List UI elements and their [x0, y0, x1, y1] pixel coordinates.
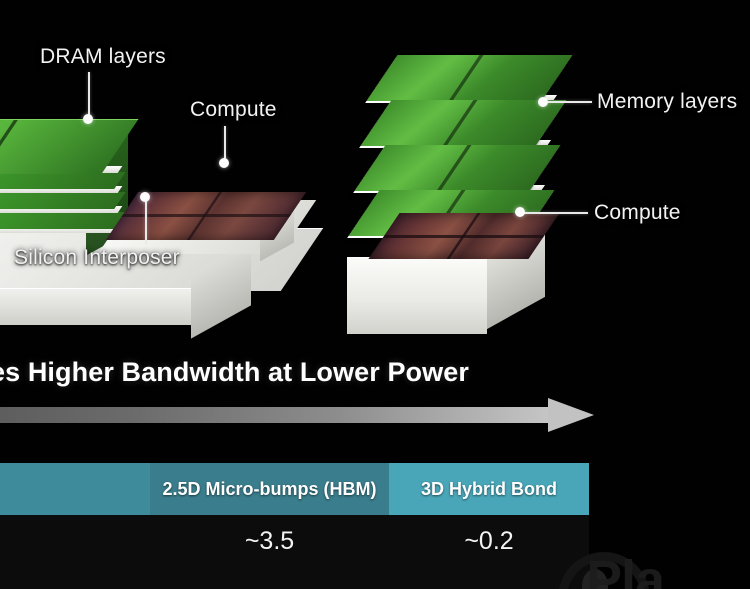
table-header-cell-0 [0, 463, 150, 515]
diagram-2p5d [0, 60, 350, 339]
leader-dram-layers [88, 72, 90, 118]
leader-memory-layers [548, 101, 592, 103]
table-header-label-2: 3D Hybrid Bond [420, 478, 557, 499]
callout-dot-icon [140, 192, 150, 202]
table-value-cell-2: ~0.2 [389, 515, 589, 589]
callout-dot-icon [83, 114, 93, 124]
label-compute-right: Compute [594, 201, 681, 224]
diagram-3d [347, 45, 690, 334]
table-header-label-1: 2.5D Micro-bumps (HBM) [162, 478, 377, 499]
watermark-dot-icon [582, 569, 608, 589]
label-silicon-interposer: Silicon Interposer [14, 246, 180, 269]
callout-dot-icon [219, 158, 229, 168]
callout-dot-icon [538, 97, 548, 107]
leader-compute-left [224, 126, 226, 162]
comparison-table: 2.5D Micro-bumps (HBM) 3D Hybrid Bond ~3… [0, 463, 592, 589]
arrow-shaft [0, 407, 552, 423]
dram-die [0, 192, 126, 209]
dram-die [0, 172, 126, 189]
memory-layer-die [354, 145, 561, 191]
label-compute-left: Compute [190, 98, 277, 121]
compute-block-front-right [347, 257, 487, 334]
arrow-head-icon [548, 398, 594, 432]
table-header-cell-1: 2.5D Micro-bumps (HBM) [150, 463, 389, 515]
leader-compute-right [524, 212, 588, 214]
table-value-1: ~3.5 [244, 527, 295, 555]
page-title: es Higher Bandwidth at Lower Power [0, 357, 469, 387]
table-value-cell-1: ~3.5 [150, 515, 389, 589]
table-value-cell-0 [0, 515, 150, 589]
memory-layer-die [366, 55, 573, 101]
label-memory-layers: Memory layers [597, 90, 738, 113]
compute-die-left [105, 192, 307, 240]
table-value-2: ~0.2 [464, 527, 514, 555]
progression-arrow [0, 398, 604, 432]
table-header-cell-2: 3D Hybrid Bond [389, 463, 589, 515]
dram-die [0, 212, 126, 229]
leader-silicon-interposer [145, 198, 147, 244]
watermark-text: Pla [586, 550, 665, 589]
callout-dot-icon [515, 207, 525, 217]
label-dram-layers: DRAM layers [40, 45, 166, 68]
memory-layer-die [360, 100, 567, 146]
silicon-interposer-front [0, 288, 191, 325]
compute-die-right [368, 213, 560, 259]
